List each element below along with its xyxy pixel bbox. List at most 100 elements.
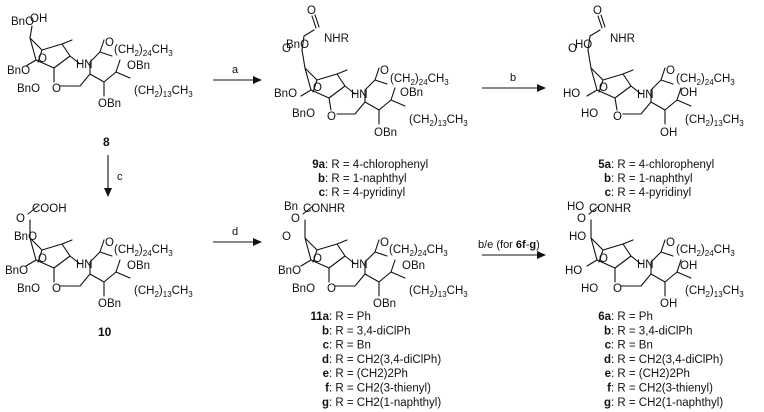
compound-9: O O NHR BnO BnO O BnO O O HN OBn OBn (CH… [274,5,468,139]
c6-acyl: (CH2)24CH3 [676,244,735,258]
c11-o-link: O [327,283,336,295]
c6-o-amide: O [577,213,586,225]
c8-obn-right: OBn [127,60,150,72]
arrow-c: c [104,155,123,197]
c5-o-ring: O [599,82,608,94]
compound-10: O COOH BnO BnO O BnO O O HN OBn OBn (CH2… [5,203,193,339]
series-5-entry: 5a: R = 4-chlorophenyl [598,159,714,171]
reagent-b: b [510,72,516,84]
c10-obn-right: OBn [127,260,150,272]
c10-o-acid: O [16,213,25,225]
series-6-entry: 6a: R = Ph [598,311,653,323]
series-6-entry: f: R = CH2(3-thienyl) [607,383,713,395]
c5-acyl: (CH2)24CH3 [676,73,735,87]
c6-chain: (CH2)13CH3 [685,285,744,299]
c9-o-carbonyl: O [307,5,316,17]
c9-o-carbamate: O [282,43,291,55]
c11-o-amide: O [291,213,300,225]
c11-chain: (CH2)13CH3 [409,285,468,299]
c6-ho-top: HO [567,201,584,213]
compound-10-number: 10 [98,325,112,339]
series-6-entry: c: R = Bn [605,340,653,352]
c6-hn: HN [637,259,654,271]
reagent-a: a [232,64,239,76]
c8-o-link: O [52,83,61,95]
c9-bno-low: BnO [292,108,315,120]
c5-ho-mid: HO [563,88,580,100]
c10-bno-mid: BnO [5,265,28,277]
reagent-c: c [117,171,123,183]
c6-ho-bot: HO [581,283,598,295]
c5-ho-top: HO [575,39,592,51]
c5-oh-right: OH [680,87,697,99]
c9-obn-right: OBn [400,87,423,99]
c9-bno-top: BnO [286,39,309,51]
c11-bn: Bn [284,201,298,213]
arrow-a: a [213,64,262,84]
series-11-entry: e: R = (CH2)2Ph [323,368,408,380]
c6-o-link: O [613,283,622,295]
c5-ho-low: HO [581,108,598,120]
compound-11: Bn O CONHR O BnO O BnO O O HN OBn OBn (C… [278,201,468,310]
series-9-entry: 9a: R = 4-chlorophenyl [312,159,428,171]
series-6-entry: g: R = CH2(1-naphthyl) [604,397,723,409]
c8-chain: (CH2)13CH3 [134,85,193,99]
c10-acyl: (CH2)24CH3 [114,244,173,258]
c6-ho-low: HO [565,265,582,277]
c11-obn-right: OBn [402,260,425,272]
c5-o-link: O [613,111,622,123]
reagent-d: d [232,226,238,238]
arrow-b-e: b/e (for 6f-g) [478,239,546,259]
c8-acyl: (CH2)24CH3 [114,44,173,58]
c9-hn: HN [351,89,368,101]
series-11-entry: g: R = CH2(1-naphthyl) [322,397,441,409]
c5-nhr: NHR [610,33,635,45]
c9-obn-bottom: OBn [374,127,397,139]
c8-bno-top: BnO [11,16,34,28]
series-11-entry: f: R = CH2(3-thienyl) [325,383,431,395]
c8-obn-bottom: OBn [98,98,121,110]
arrow-b: b [482,72,546,92]
c10-carbonyl-o: O [105,237,114,249]
c6-ho-mid: HO [569,231,586,243]
c5-carbonyl-o2: O [666,65,675,77]
c9-o-link: O [327,111,336,123]
series-11-entry: b: R = 3,4-diClPh [322,325,411,337]
c6-carbonyl-o: O [666,237,675,249]
compound-6: HO CONHR O HO HO O HO O O HN OH OH (CH2)… [565,201,744,310]
c10-o-link: O [52,283,61,295]
compound-5: O O NHR HO HO O HO O O HN OH OH (CH2)24C… [563,5,744,139]
c8-oh-top: OH [30,13,47,25]
c10-hn: HN [76,259,93,271]
c5-o-carbonyl: O [593,5,602,17]
c11-obn-bottom: OBn [373,298,396,310]
series-11-entry: c: R = Bn [323,340,371,352]
compound-8-number: 8 [103,135,110,149]
series-11-entry: d: R = CH2(3,4-diClPh) [322,354,441,366]
series-5-entry: b: R = 1-naphthyl [604,173,693,185]
c11-bno-mid: BnO [278,265,301,277]
c11-bno-low: BnO [292,283,315,295]
c9-acyl: (CH2)24CH3 [390,73,449,87]
c9-o-ring: O [313,82,322,94]
c9-chain: (CH2)13CH3 [409,114,468,128]
c11-o-top: O [282,231,291,243]
c8-hn: HN [76,59,93,71]
c5-o-carbamate: O [568,43,577,55]
c10-bno-low: BnO [17,283,40,295]
c8-o-ring: O [38,53,47,65]
arrow-d: d [213,226,262,246]
c10-cooh: COOH [32,203,67,215]
c5-hn: HN [637,89,654,101]
c6-o-ring: O [599,253,608,265]
compound-8: BnO OH BnO O BnO O O HN OBn OBn (CH2)24C… [7,13,193,149]
c11-carbonyl-o: O [380,237,389,249]
series-11-entry: 11a: R = Ph [310,311,370,323]
c10-obn-bottom: OBn [98,298,121,310]
c8-carbonyl-o: O [105,37,114,49]
reagent-b-e: b/e (for 6f-g) [478,239,540,251]
